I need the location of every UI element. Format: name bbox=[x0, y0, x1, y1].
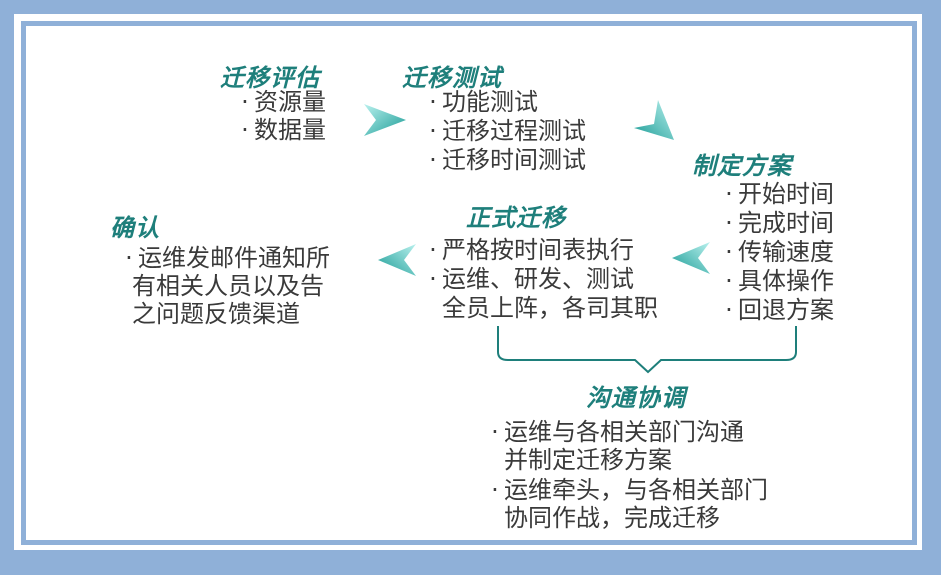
arrow-left-icon bbox=[672, 242, 710, 274]
confirm-line-1: ·运维发邮件通知所 bbox=[125, 244, 330, 272]
migrate-item-3: 全员上阵，各司其职 bbox=[442, 294, 658, 322]
communicate-line-3: ·运维牵头，与各相关部门 bbox=[491, 476, 768, 504]
plan-item-1: ·开始时间 bbox=[725, 180, 834, 208]
confirm-line-3: 之问题反馈渠道 bbox=[132, 300, 300, 328]
evaluate-item-1: ·资源量 bbox=[241, 88, 326, 116]
confirm-line-2: 有相关人员以及告 bbox=[132, 272, 324, 300]
arrow-down-left-icon bbox=[634, 100, 674, 140]
test-item-2: ·迁移过程测试 bbox=[429, 117, 586, 145]
migrate-item-2: ·运维、研发、测试 bbox=[429, 265, 634, 293]
migrate-item-1: ·严格按时间表执行 bbox=[429, 236, 634, 264]
communicate-line-1: ·运维与各相关部门沟通 bbox=[491, 418, 744, 446]
inner-frame bbox=[21, 21, 917, 545]
test-title: 迁移测试 bbox=[402, 64, 502, 92]
confirm-title: 确认 bbox=[110, 214, 160, 242]
communicate-title: 沟通协调 bbox=[586, 384, 686, 412]
communicate-line-4: 协同作战，完成迁移 bbox=[504, 504, 720, 532]
test-item-3: ·迁移时间测试 bbox=[429, 146, 586, 174]
plan-item-4: ·具体操作 bbox=[725, 267, 834, 295]
plan-item-3: ·传输速度 bbox=[725, 238, 834, 266]
plan-item-5: ·回退方案 bbox=[725, 296, 834, 324]
evaluate-title: 迁移评估 bbox=[220, 64, 320, 92]
plan-item-2: ·完成时间 bbox=[725, 209, 834, 237]
plan-title: 制定方案 bbox=[692, 152, 792, 180]
test-item-1: ·功能测试 bbox=[429, 88, 538, 116]
communicate-line-2: 并制定迁移方案 bbox=[504, 446, 672, 474]
evaluate-item-2: ·数据量 bbox=[241, 116, 326, 144]
migrate-title: 正式迁移 bbox=[466, 204, 566, 232]
grouping-brace bbox=[497, 326, 797, 374]
arrow-left-icon bbox=[378, 244, 416, 276]
arrow-right-icon bbox=[364, 104, 406, 136]
